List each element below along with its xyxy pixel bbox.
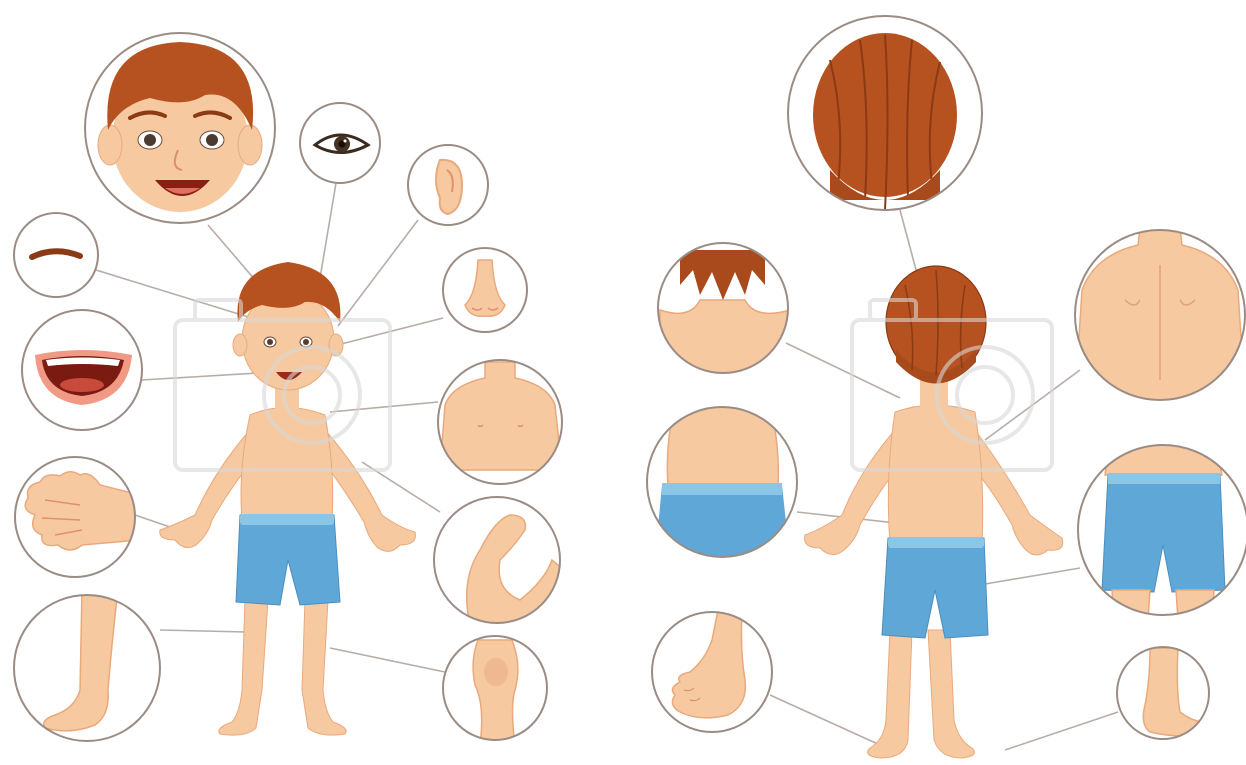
leader-line-buttocks (985, 568, 1080, 584)
leader-line-heel (1005, 712, 1118, 750)
leader-line-foot (770, 695, 880, 745)
callout-heel (1117, 647, 1209, 739)
callout-leg (14, 590, 160, 741)
callout-eyebrow (14, 213, 98, 297)
callout-waist (647, 405, 797, 560)
leader-line-knee (330, 648, 445, 672)
callout-chest (438, 360, 562, 484)
leader-line-hand (135, 515, 170, 527)
callout-elbow (434, 497, 570, 625)
leader-line-ear (338, 220, 418, 326)
leader-line-eyebrow (96, 270, 258, 320)
callout-back (1075, 228, 1245, 400)
leader-line-chest (330, 402, 438, 412)
callout-ear (408, 145, 488, 225)
boy-front-figure (160, 262, 416, 735)
callout-foot (652, 610, 772, 732)
callout-nose (443, 248, 527, 332)
callout-mouth (22, 310, 142, 430)
callout-buttocks (1078, 440, 1246, 620)
callout-face (85, 33, 275, 223)
callout-hair (788, 16, 982, 210)
boy-back-figure (805, 266, 1063, 758)
callout-hand (15, 457, 140, 577)
leader-line-neck (786, 343, 900, 398)
leader-line-leg (160, 630, 245, 632)
callout-eye (300, 103, 380, 183)
callout-neck (658, 243, 790, 380)
callout-knee (443, 636, 547, 745)
